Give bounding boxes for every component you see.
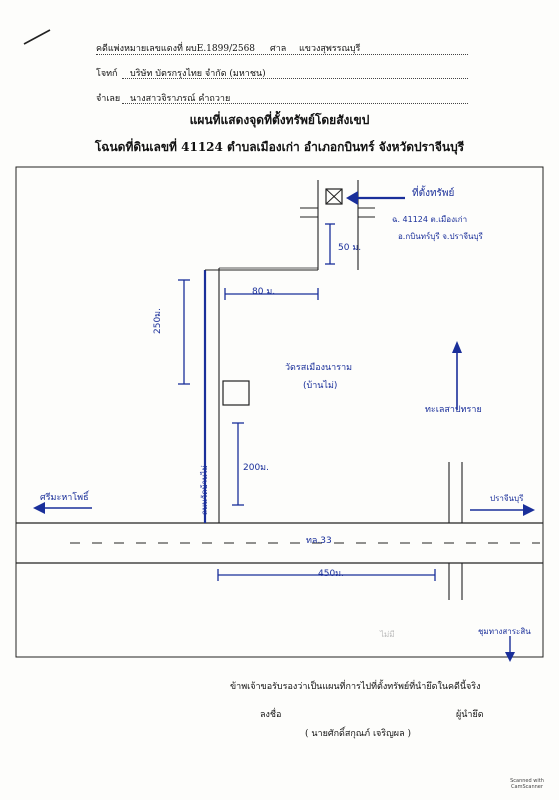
highway-label: ทล.33 bbox=[306, 536, 332, 546]
temple-label-sub: (บ้านไม่) bbox=[303, 381, 338, 391]
defendant-label: จำเลย bbox=[96, 94, 121, 104]
west-destination-label: ศรีมะหาโพธิ์ bbox=[40, 493, 89, 503]
scanner-watermark: Scanned with CamScanner bbox=[510, 778, 544, 790]
faint-mark: ไม่มี bbox=[380, 630, 395, 639]
south-destination-label: ชุมทางสาระสิน bbox=[478, 627, 531, 636]
sign-label: ลงชื่อ bbox=[260, 710, 282, 720]
pen-stroke-mark bbox=[23, 29, 51, 45]
plaintiff-value: บริษัท บัตรกรุงไทย จำกัด (มหาชน) bbox=[130, 69, 266, 79]
distance-80: 80 ม. bbox=[252, 287, 276, 297]
temple-marker bbox=[222, 380, 250, 406]
distance-200: 200ม. bbox=[243, 463, 269, 473]
north-destination-label: ทะเลสาปทราย bbox=[425, 405, 482, 415]
defendant-value: นางสาวจิราภรณ์ คำถวาย bbox=[130, 94, 231, 104]
distance-450: 450ม. bbox=[318, 569, 344, 579]
court-value: แขวงสุพรรณบุรี bbox=[299, 44, 361, 54]
property-marker bbox=[325, 188, 343, 205]
map-title: แผนที่แสดงจุดที่ตั้งทรัพย์โดยสังเขป bbox=[189, 113, 370, 127]
defendant-underline bbox=[122, 103, 468, 104]
court-label: ศาล bbox=[270, 44, 287, 54]
distance-50: 50 ม. bbox=[338, 243, 362, 253]
seizer-label: ผู้นำยึด bbox=[456, 710, 484, 720]
distance-250: 250ม. bbox=[153, 308, 163, 334]
property-detail-1: ฉ. 41124 ต.เมืองเก่า bbox=[392, 215, 468, 224]
signer-name: ( นายศักดิ์สกุณภ์ เจริญผล ) bbox=[305, 729, 411, 739]
east-destination-label: ปราจีนบุรี bbox=[490, 494, 524, 503]
lane-label: ถนนวัดบ้านไม่ bbox=[200, 465, 209, 515]
property-detail-2: อ.กบินทร์บุรี จ.ปราจีนบุรี bbox=[398, 232, 483, 241]
temple-label: วัดรสเมืองนาราม bbox=[285, 363, 353, 373]
deed-title: โฉนดที่ดินเลขที่ 41124 ตำบลเมืองเก่า อำเ… bbox=[94, 140, 465, 154]
map-frame bbox=[15, 166, 544, 658]
case-number-row: คดีแพ่งหมายเลขแดงที่ ผบE.1899/2568 bbox=[96, 41, 255, 55]
court-row: ศาล bbox=[270, 41, 286, 55]
plaintiff-label: โจทก์ bbox=[96, 69, 118, 79]
court-underline bbox=[96, 54, 468, 55]
plaintiff-underline bbox=[122, 78, 468, 79]
case-number: คดีแพ่งหมายเลขแดงที่ ผบE.1899/2568 bbox=[96, 44, 256, 54]
certification-text: ข้าพเจ้าขอรับรองว่าเป็นแผนที่การไปที่ตั้… bbox=[230, 682, 481, 692]
property-label: ที่ตั้งทรัพย์ bbox=[412, 188, 455, 199]
